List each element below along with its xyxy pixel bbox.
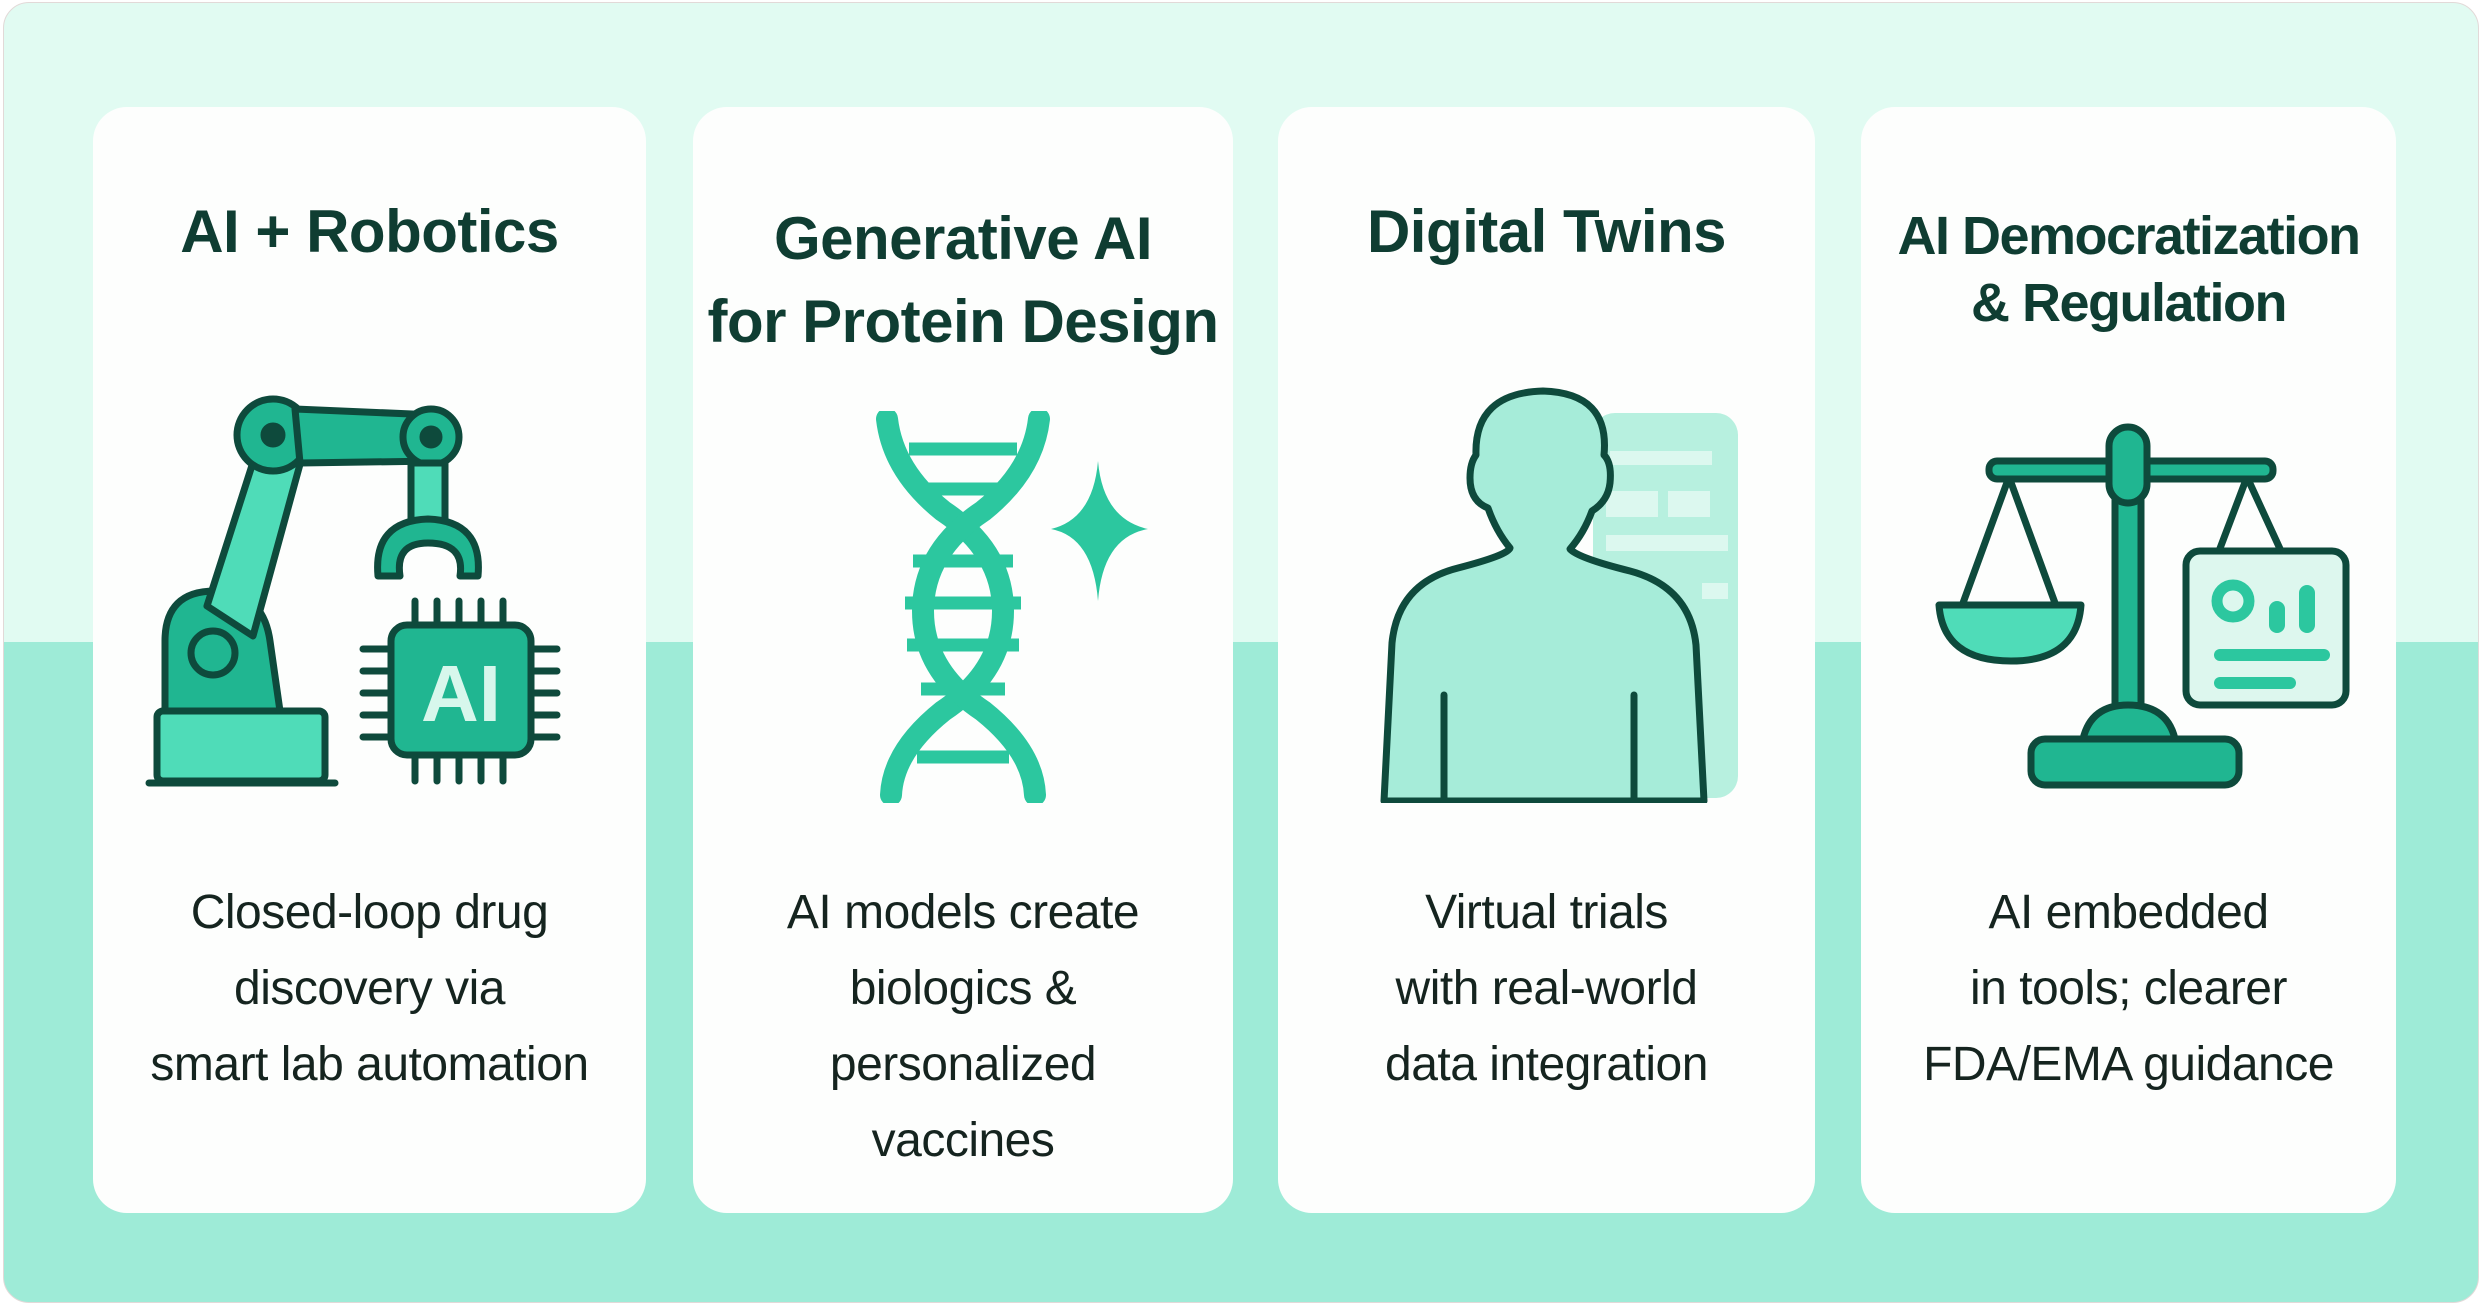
- card-description: AI embedded in tools; clearer FDA/EMA gu…: [1861, 875, 2396, 1103]
- card-title-line: Digital Twins: [1366, 198, 1727, 265]
- balance-scale-with-dashboard-icon: [1935, 423, 2350, 789]
- card-description: AI models create biologics & personalize…: [693, 875, 1233, 1179]
- desc-line: Virtual trials: [1425, 886, 1668, 939]
- desc-line: in tools; clearer: [1970, 962, 2287, 1015]
- desc-line: Closed-loop drug: [190, 886, 549, 939]
- dna-with-sparkle-icon: [876, 411, 1148, 803]
- infographic-frame: AI + Robotics: [3, 2, 2479, 1303]
- card-ai-robotics: AI + Robotics: [93, 107, 646, 1213]
- desc-line: with real-world: [1395, 962, 1698, 1015]
- card-digital-twins: Digital Twins Virtual trials with real-w…: [1278, 107, 1815, 1213]
- desc-line: AI models create: [786, 886, 1140, 939]
- card-generative-ai: Generative AI for Protein Design AI mode…: [693, 107, 1233, 1213]
- card-title: AI + Robotics: [93, 197, 646, 267]
- card-title-line: for Protein Design: [707, 288, 1219, 355]
- card-title: AI Democratization & Regulation: [1861, 203, 2396, 337]
- desc-line: vaccines: [871, 1114, 1055, 1167]
- desc-line: data integration: [1385, 1038, 1708, 1091]
- desc-line: AI embedded: [1988, 886, 2269, 939]
- card-title: Digital Twins: [1278, 197, 1815, 267]
- desc-line: FDA/EMA guidance: [1923, 1038, 2334, 1091]
- card-title: Generative AI for Protein Design: [693, 197, 1233, 363]
- desc-line: smart lab automation: [150, 1038, 589, 1091]
- card-description: Closed-loop drug discovery via smart lab…: [93, 875, 646, 1103]
- desc-line: discovery via: [234, 962, 505, 1015]
- card-title-line: AI Democratization: [1897, 206, 2361, 266]
- card-title-line: & Regulation: [1971, 273, 2288, 333]
- desc-line: personalized: [829, 1038, 1097, 1091]
- card-title-line: AI + Robotics: [180, 198, 559, 265]
- chip-label: AI: [421, 649, 501, 738]
- card-ai-democratization: AI Democratization & Regulation: [1861, 107, 2396, 1213]
- card-description: Virtual trials with real-world data inte…: [1278, 875, 1815, 1103]
- desc-line: biologics &: [849, 962, 1077, 1015]
- robot-arm-with-ai-chip-icon: AI: [145, 395, 561, 787]
- card-title-line: Generative AI: [773, 205, 1153, 272]
- person-with-data-panel-icon: [1380, 387, 1738, 803]
